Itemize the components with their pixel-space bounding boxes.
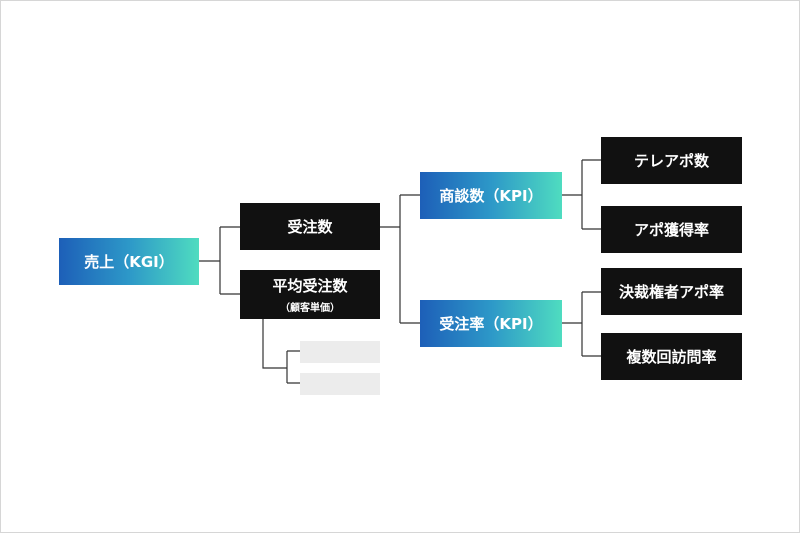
connector-average-placeholders [262, 319, 300, 384]
node-orders-label: 受注数 [287, 218, 333, 236]
node-tele-appointments: テレアポ数 [601, 137, 742, 184]
connector-winrate-level3 [562, 291, 601, 357]
node-appointment-rate: アポ獲得率 [601, 206, 742, 253]
node-win-rate-kpi: 受注率（KPI） [420, 300, 562, 347]
connector-meetings-level3 [562, 159, 601, 230]
node-orders: 受注数 [240, 203, 380, 250]
node-meetings-kpi: 商談数（KPI） [420, 172, 562, 219]
connector-orders-level2 [380, 194, 420, 324]
node-multiple-visit-rate: 複数回訪問率 [601, 333, 742, 380]
node-win-rate-kpi-label: 受注率（KPI） [439, 315, 543, 333]
node-multiple-visit-rate-label: 複数回訪問率 [626, 348, 717, 366]
node-sales-kgi-label: 売上（KGI） [84, 253, 174, 271]
node-tele-appointments-label: テレアポ数 [633, 152, 709, 170]
node-average-orders-sublabel: （顧客単価） [280, 303, 340, 314]
node-decision-maker-rate-label: 決裁権者アポ率 [618, 283, 724, 301]
connector-root-level1 [199, 226, 240, 295]
placeholder-box-1 [300, 341, 380, 363]
node-appointment-rate-label: アポ獲得率 [633, 221, 709, 239]
node-decision-maker-rate: 決裁権者アポ率 [601, 268, 742, 315]
node-sales-kgi: 売上（KGI） [59, 238, 199, 285]
node-meetings-kpi-label: 商談数（KPI） [439, 187, 543, 205]
placeholder-box-2 [300, 373, 380, 395]
node-average-orders: 平均受注数 （顧客単価） [240, 270, 380, 319]
node-average-orders-label: 平均受注数 [272, 277, 348, 295]
